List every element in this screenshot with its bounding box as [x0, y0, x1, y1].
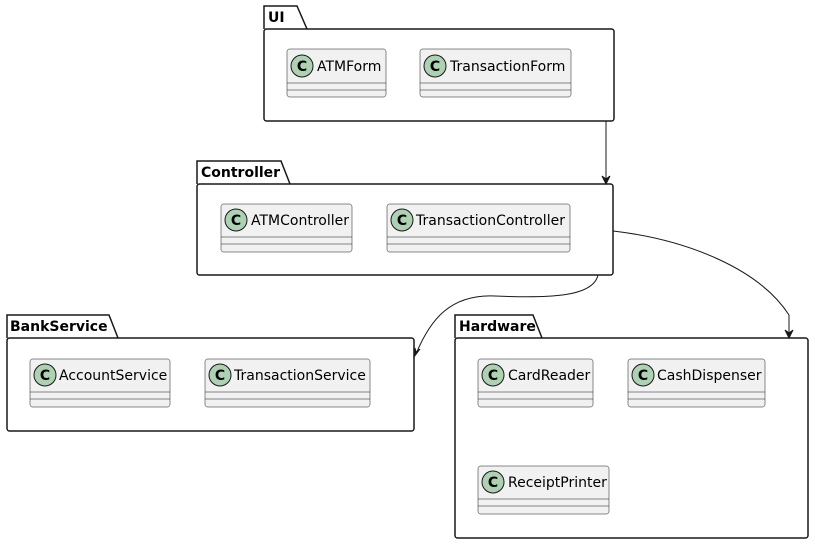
class-atm-controller-name: ATMController [251, 213, 349, 229]
package-controller[interactable]: Controller C ATMController C Transaction… [196, 160, 614, 276]
class-icon [224, 208, 248, 232]
package-bank-service-label: BankService [10, 319, 108, 335]
class-icon-letter: C [397, 213, 407, 229]
class-receipt-printer-box [477, 465, 610, 515]
class-transaction-controller[interactable]: C TransactionController [386, 203, 571, 253]
class-icon [481, 363, 505, 387]
package-hardware[interactable]: Hardware C CardReader C CashDispenser C … [454, 314, 809, 539]
class-account-service[interactable]: C AccountService [29, 358, 171, 408]
class-account-service-name: AccountService [59, 368, 167, 384]
class-icon-letter: C [638, 368, 648, 384]
class-receipt-printer-name: ReceiptPrinter [508, 475, 607, 491]
class-atm-form[interactable]: C ATMForm [286, 48, 387, 98]
class-transaction-controller-box [386, 203, 571, 253]
class-transaction-service[interactable]: C TransactionService [204, 358, 371, 408]
class-atm-form-name: ATMForm [317, 59, 381, 75]
class-account-service-box [29, 358, 171, 408]
package-controller-label: Controller [201, 165, 280, 181]
class-card-reader-box [477, 358, 594, 408]
package-hardware-tab [454, 314, 543, 339]
arrowhead-icon [601, 175, 611, 186]
class-atm-controller[interactable]: C ATMController [220, 203, 353, 253]
edge-line [612, 230, 790, 334]
edge-line [415, 274, 599, 355]
package-bank-service[interactable]: BankService C AccountService C Transacti… [6, 314, 415, 432]
class-cash-dispenser[interactable]: C CashDispenser [627, 358, 766, 408]
edge-controller-to-hardware [612, 230, 794, 340]
class-icon-letter: C [488, 475, 498, 491]
edge-ui-to-controller [601, 121, 611, 186]
class-icon [631, 363, 655, 387]
class-transaction-service-box [204, 358, 371, 408]
class-receipt-printer[interactable]: C ReceiptPrinter [477, 465, 610, 515]
package-ui-tab [263, 5, 308, 30]
class-icon-letter: C [430, 59, 440, 75]
package-bank-service-tab [6, 314, 119, 339]
class-transaction-form-box [419, 48, 572, 98]
class-icon-letter: C [488, 368, 498, 384]
class-icon-letter: C [215, 368, 225, 384]
package-ui[interactable]: UI C ATMForm C TransactionForm [263, 5, 615, 122]
class-icon [208, 363, 232, 387]
package-ui-label: UI [268, 10, 285, 26]
class-card-reader-name: CardReader [508, 368, 591, 384]
package-hardware-label: Hardware [459, 319, 536, 335]
class-transaction-service-name: TransactionService [233, 368, 366, 384]
class-icon-letter: C [40, 368, 50, 384]
class-icon [481, 470, 505, 494]
class-icon [33, 363, 57, 387]
class-transaction-form-name: TransactionForm [449, 59, 565, 75]
arrowhead-icon [784, 329, 794, 340]
class-icon-letter: C [297, 59, 307, 75]
class-icon [390, 208, 414, 232]
package-controller-tab [196, 160, 291, 185]
class-icon-letter: C [231, 213, 241, 229]
class-transaction-form[interactable]: C TransactionForm [419, 48, 572, 98]
class-card-reader[interactable]: C CardReader [477, 358, 594, 408]
arrowhead-icon [413, 347, 421, 359]
class-atm-controller-box [220, 203, 353, 253]
class-transaction-controller-name: TransactionController [415, 213, 565, 229]
class-icon [290, 54, 314, 78]
class-icon [423, 54, 447, 78]
class-cash-dispenser-name: CashDispenser [657, 368, 762, 384]
class-cash-dispenser-box [627, 358, 766, 408]
edge-controller-to-bank-service [413, 274, 599, 359]
